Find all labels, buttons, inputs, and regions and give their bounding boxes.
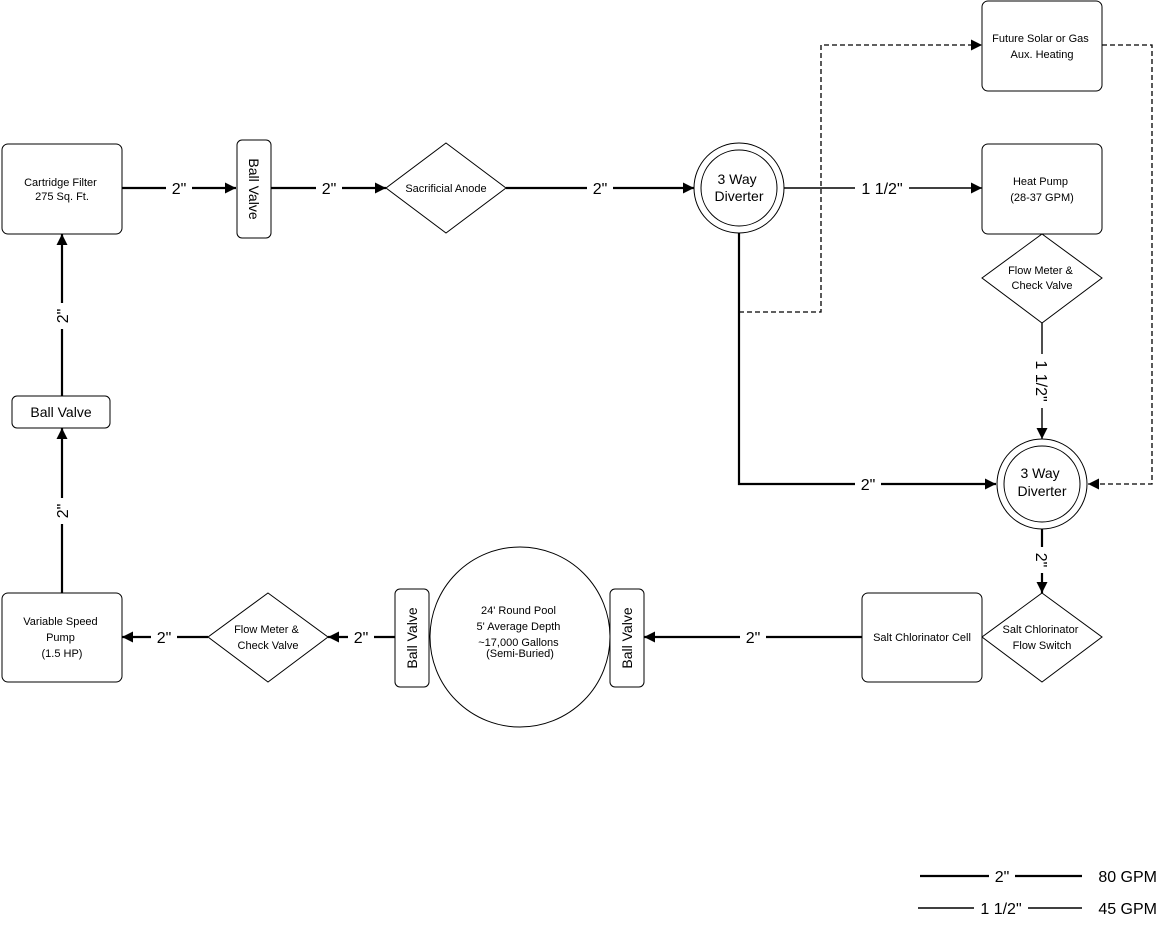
svg-text:1 1/2": 1 1/2" [1032,360,1049,401]
flow-meter-left-node: Flow Meter & Check Valve [207,592,329,683]
svg-text:2": 2" [172,181,187,198]
svg-text:2": 2" [55,504,72,519]
legend-row-1-5in: 1 1/2" 45 GPM [918,898,1157,918]
svg-text:1 1/2": 1 1/2" [861,181,902,198]
pipe-label-pump-to-valve: 2" [52,498,72,524]
legend: 2" 80 GPM 1 1/2" 45 GPM [918,866,1157,918]
pipe-label-anode-to-diverter: 2" [587,178,613,198]
ball-valve-pool-right-node: Ball Valve [609,588,645,688]
svg-text:2": 2" [861,477,876,494]
pipe-label-diverter-to-heatpump: 1 1/2" [855,178,909,198]
pipe-label-cell-to-valve: 2" [740,627,766,647]
flow-meter-right-node: Flow Meter & Check Valve [981,233,1103,324]
svg-text:2": 2" [55,309,72,324]
pipe-future-heating-supply [739,39,982,313]
svg-text:Ball Valve: Ball Valve [619,607,635,668]
ball-valve-left-node: Ball Valve [11,395,111,429]
svg-text:Flow Meter & Check Valve: Flow Meter & Check Valve [1008,265,1076,292]
svg-text:2": 2" [995,869,1010,886]
pipe-label-bypass: 2" [855,474,881,494]
svg-text:2": 2" [1032,553,1049,568]
salt-flow-switch-node: Salt Chlorinator Flow Switch [981,592,1103,683]
svg-text:2": 2" [354,630,369,647]
svg-text:24' Round Pool 5' Averag: 24' Round Pool 5' Average Depth ~17,000 … [477,605,564,660]
heat-pump-node: Heat Pump (28-37 GPM) [981,143,1103,235]
svg-text:3 Way Diverter: 3 Way Diverter [714,171,763,204]
svg-text:Ball Valve: Ball Valve [30,404,91,420]
svg-text:Ball Valve: Ball Valve [246,158,262,219]
svg-text:45 GPM: 45 GPM [1098,901,1157,918]
legend-row-2in: 2" 80 GPM [920,866,1157,886]
salt-cell-node: Salt Chlorinator Cell [861,592,983,683]
svg-text:Cartridge Filter 275 Sq.: Cartridge Filter 275 Sq. Ft. [24,177,100,203]
svg-text:2": 2" [746,630,761,647]
svg-text:80 GPM: 80 GPM [1098,869,1157,886]
svg-text:Future Solar or Gas Aux.: Future Solar or Gas Aux. Heating [992,33,1092,61]
sacrificial-anode-node: Sacrificial Anode [385,142,507,234]
pipe-label-filter-to-valve: 2" [166,178,192,198]
ball-valve-top-node: Ball Valve [236,139,272,239]
diverter-top-node: 3 Way Diverter [693,142,785,234]
svg-text:2": 2" [593,181,608,198]
svg-text:3 Way Diverter: 3 Way Diverter [1017,465,1066,499]
svg-text:2": 2" [322,181,337,198]
svg-text:Salt Chlorinator Flow Sw: Salt Chlorinator Flow Switch [1003,624,1082,652]
pool-node: 24' Round Pool 5' Average Depth ~17,000 … [429,546,611,728]
svg-text:1 1/2": 1 1/2" [980,901,1021,918]
svg-text:Heat Pump (28-37 GPM): Heat Pump (28-37 GPM) [1010,176,1074,204]
pipe-label-valve-to-anode: 2" [316,178,342,198]
ball-valve-pool-left-node: Ball Valve [394,588,430,688]
pipe-label-flowmeter-to-pump: 2" [151,627,177,647]
pipe-label-valve-to-flowmeter: 2" [348,627,374,647]
pump-node: Variable Speed Pump (1.5 HP) [1,592,123,683]
pipe-future-heating-return [1088,44,1153,490]
cartridge-filter-node: Cartridge Filter 275 Sq. Ft. [1,143,123,235]
pipe-label-flowmeter-to-diverter: 1 1/2" [1032,354,1052,408]
future-heating-node: Future Solar or Gas Aux. Heating [981,0,1103,92]
svg-text:Flow Meter & Check Valve: Flow Meter & Check Valve [234,624,302,652]
svg-text:Ball Valve: Ball Valve [404,607,420,668]
pipe-bypass [737,233,996,490]
svg-text:Salt Chlorinator Cell: Salt Chlorinator Cell [873,632,971,644]
pipe-label-diverter-to-switch: 2" [1032,547,1052,573]
svg-text:Variable Speed Pump: Variable Speed Pump (1.5 HP) [23,616,100,660]
svg-text:Sacrificial Anode: Sacrificial Anode [405,183,486,195]
pipe-label-valve-to-filter: 2" [52,303,72,329]
diverter-bottom-node: 3 Way Diverter [996,438,1088,530]
svg-text:2": 2" [157,630,172,647]
